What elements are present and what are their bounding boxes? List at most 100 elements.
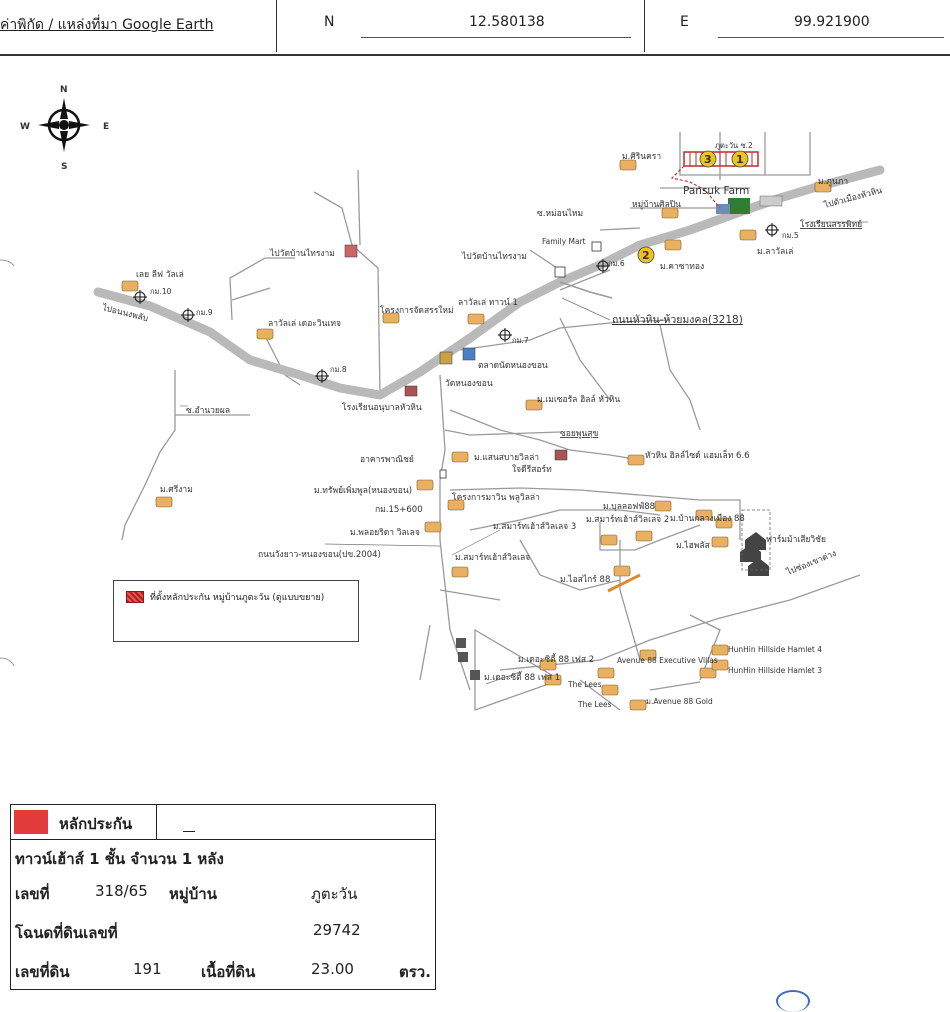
marker-1: 1 — [731, 150, 749, 168]
label-soi-amnuay: ซ.อำนวยผล — [186, 406, 230, 416]
label-phu-ta-wan-2: ภูตะวัน ซ.2 — [715, 141, 753, 150]
orange-marker-line — [607, 573, 641, 593]
info-header-row: หลักประกัน — [11, 805, 435, 840]
label-road-wang-yao: ถนนวังยาว-หนองขอน(ปข.2004) — [258, 550, 381, 560]
land-area-label: เนื้อที่ดิน — [201, 963, 256, 981]
header-divider — [156, 805, 157, 839]
label-family-mart: Family Mart — [542, 237, 586, 246]
label-hamlet-4: HunHin Hillside Hamlet 4 — [728, 645, 822, 654]
label-to-pa-la-u: ไปช่องเขาต่าง — [784, 548, 838, 578]
label-m-saen-sabai: ม.แสนสบายวิลล่า — [474, 453, 539, 463]
label-km9: กม.9 — [196, 308, 213, 317]
east-value: 99.921900 — [794, 14, 870, 30]
farm-house-icon — [716, 204, 730, 214]
compass-s: S — [61, 162, 67, 172]
label-the-city-1: ม.เดอะซิตี้ 88 เฟส 1 — [484, 671, 560, 683]
scan-edge-mark — [0, 259, 15, 267]
label-m-smart-2: ม.สมาร์ทเฮ้าส์วิลเลจ 2 — [586, 514, 669, 525]
family-mart-icon — [591, 241, 602, 252]
label-m-ban-klang: ม.บ้านกลางเมือง 88 — [670, 513, 745, 524]
school-right-icon — [759, 195, 783, 207]
east-underline — [718, 37, 944, 38]
compass-e: E — [103, 122, 109, 132]
label-km15: กม.15+600 — [375, 505, 423, 515]
leader-lines — [180, 221, 868, 685]
north-label: N — [324, 14, 335, 30]
svg-text:2: 2 — [642, 249, 650, 262]
marker-2: 2 — [637, 246, 655, 264]
house-dark-icon — [470, 670, 480, 680]
east-cell: E 99.921900 — [644, 0, 950, 52]
poi-symbols — [344, 195, 783, 680]
label-km6: กม.6 — [608, 259, 625, 268]
coordinate-header: ค่าพิกัด / แหล่งที่มา Google Earth N 12.… — [0, 0, 950, 56]
deed-value: 29742 — [313, 921, 361, 939]
deed-label: โฉนดที่ดินเลขที่ — [15, 924, 118, 942]
header-dash — [183, 831, 195, 832]
property-title: ทาวน์เฮ้าส์ 1 ชั้น จำนวน 1 หลัง — [15, 850, 224, 868]
school-icon — [404, 385, 418, 397]
collateral-site — [683, 151, 759, 167]
label-avenue-exec: Avenue 88 Executive Villas — [617, 656, 718, 665]
label-land-of-leaf: เลย ลีฟ วัลเล่ — [136, 269, 184, 280]
label-km8: กม.8 — [330, 365, 347, 374]
farm-buildings — [740, 532, 769, 576]
legend-text: ที่ตั้งหลักประกัน หมู่บ้านภูตะวัน (ดูแบบ… — [150, 593, 325, 603]
label-road-name: ถนนหัวหิน-ห้วยมงคล(3218) — [612, 314, 743, 326]
land-area-unit: ตรว. — [399, 963, 431, 981]
label-project-villa: โครงการมาวิน พลูวิลล่า — [452, 492, 540, 503]
scan-edge-mark — [776, 990, 810, 1012]
source-cell: ค่าพิกัด / แหล่งที่มา Google Earth — [0, 0, 277, 52]
label-school: โรงเรียนอนุบาลหัวหิน — [342, 402, 422, 413]
svg-text:3: 3 — [704, 153, 712, 166]
house-icons — [121, 159, 832, 711]
marker-3: 3 — [699, 150, 717, 168]
label-m-smart-3: ม.สมาร์ทเฮ้าส์วิลเลจ 3 — [493, 521, 576, 532]
label-mu-ban-sin: หมู่บ้านศิลปิน — [632, 199, 681, 210]
km-posts — [133, 223, 779, 383]
label-to-wat: ไปวัดบ้านไทรงาม — [461, 251, 527, 262]
label-wat-nong-khon: วัดหนองขอน — [445, 379, 493, 389]
label-m-sirin-nara: ม.ศิรินครา — [622, 152, 661, 162]
label-m-bullet: ม.บุลลอฟฟ์88 — [603, 501, 655, 512]
east-label: E — [680, 14, 689, 30]
north-underline — [361, 37, 631, 38]
collateral-label: หลักประกัน — [59, 815, 133, 833]
north-value: 12.580138 — [469, 14, 545, 30]
compass-w: W — [20, 122, 30, 132]
label-m-phu-pha: ม.ภูนภา — [818, 177, 848, 187]
village-value: ภูตะวัน — [311, 885, 358, 903]
house-no-value: 318/65 — [95, 882, 148, 900]
label-m-smart: ม.สมาร์ทเฮ้าส์วิลเลจ — [455, 552, 530, 563]
house-dark-icon — [456, 638, 466, 648]
label-m-avenue-gold: ม.Avenue 88 Gold — [646, 697, 713, 706]
label-the-city-2: ม.เดอะซิตี้ 88 เฟส 2 — [518, 653, 594, 665]
map-text-labels: เลย ลีฟ วัลเล่ กม.10 กม.9 ไปอนนงพลับ กม.… — [100, 141, 883, 709]
label-pansuk-farm: Pansuk Farm — [683, 185, 749, 197]
label-project-new: โครงการจัดสรรใหม่ — [380, 305, 454, 316]
minor-streets — [121, 132, 861, 711]
label-km7: กม.7 — [512, 336, 529, 345]
label-serene-hills: ม.เมเซอรัล ฮิลล์ หัวหิน — [537, 394, 620, 405]
label-the-lees-b: The Lees — [577, 700, 612, 709]
scan-edge-mark — [0, 657, 15, 667]
label-m-sap-phun: ม.ทรัพย์เพิ่มพูล(หนองขอน) — [314, 484, 412, 496]
village-label: หมู่บ้าน — [169, 885, 217, 903]
label-m-lavalle: ม.ลาวัลเล่ — [757, 247, 793, 257]
land-area-value: 23.00 — [311, 960, 354, 978]
collateral-color-swatch — [14, 810, 48, 834]
label-m-hi-plus: ม.ไฮพลัส — [676, 540, 711, 551]
collateral-info-table: หลักประกัน ทาวน์เฮ้าส์ 1 ชั้น จำนวน 1 หล… — [10, 804, 436, 990]
collateral-swatch — [126, 591, 144, 603]
collateral-route — [670, 165, 721, 209]
label-km5: กม.5 — [782, 231, 799, 240]
label-m-ka-thong: ม.คาซาทอง — [660, 262, 704, 272]
house-dark-icon — [458, 652, 468, 662]
temple-icon — [439, 351, 453, 365]
label-jai-resort: ใจดีรีสอร์ท — [512, 464, 552, 475]
market-icon — [462, 347, 476, 361]
label-hamlet-3: HunHin Hillside Hamlet 3 — [728, 666, 822, 675]
label-lavalle-town1: ลาวัลเล่ ทาวน์ 1 — [458, 297, 518, 308]
label-farm-horse: ฟาร์มม้าเสียวิชัย — [766, 534, 826, 545]
label-school-right: โรงเรียนสรรพิทย์ — [800, 219, 862, 230]
